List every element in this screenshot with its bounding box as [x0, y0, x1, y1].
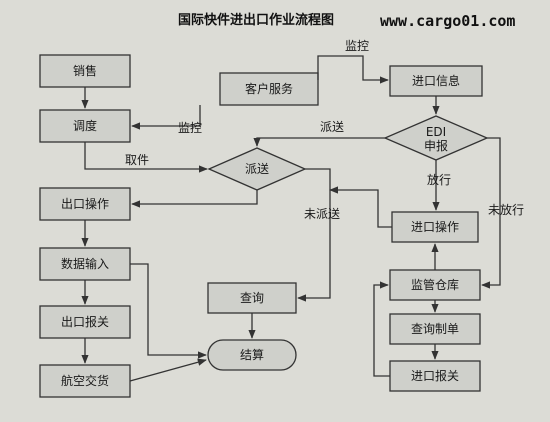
- node-air-delivery-label: 航空交货: [61, 373, 109, 388]
- edge-edi-send: [253, 137, 385, 147]
- node-dispatch-box: [39, 109, 131, 143]
- edge-label-deliver: 派送: [320, 119, 344, 134]
- node-bonded-warehouse-box: [389, 269, 481, 301]
- node-sales-label: 销售: [73, 63, 97, 78]
- edge-datainput-settlement: [130, 263, 207, 359]
- edge-send-query: [297, 168, 331, 302]
- edge-customerservice-dispatch: [131, 105, 201, 130]
- edge-label-not-released: 未放行: [488, 202, 524, 217]
- edge-customerservice-importinfo: [317, 55, 389, 84]
- node-data-input-label: 数据输入: [61, 256, 109, 271]
- node-settlement-terminal: [207, 339, 297, 371]
- chart-title: 国际快件进出口作业流程图: [178, 12, 334, 28]
- node-query-documents-label: 查询制单: [411, 322, 459, 336]
- node-export-customs-label: 出口报关: [61, 314, 109, 329]
- edge-send-exportop: [131, 190, 258, 208]
- node-import-customs-box: [389, 360, 481, 392]
- node-edi-label-2: 申报: [424, 138, 448, 153]
- node-send-decision-label: 派送: [245, 161, 269, 176]
- node-import-info-label: 进口信息: [412, 73, 460, 88]
- node-air-delivery-box: [39, 364, 131, 398]
- node-import-customs-label: 进口报关: [411, 368, 459, 383]
- edge-importop-notsent: [329, 186, 392, 228]
- node-dispatch-label: 调度: [73, 118, 97, 133]
- node-settlement-label: 结算: [240, 347, 264, 362]
- edge-label-pickup: 取件: [125, 153, 149, 167]
- edge-label-not-delivered: 未派送: [304, 206, 340, 221]
- edge-importcustoms-warehouse: [373, 281, 390, 377]
- node-query-label: 查询: [240, 291, 264, 305]
- edge-airdelivery-settlement: [129, 358, 207, 382]
- node-bonded-warehouse-label: 监管仓库: [411, 277, 459, 292]
- edge-edi-warehouse: [481, 137, 501, 289]
- node-query-box: [207, 282, 297, 314]
- node-edi-label-1: EDI: [426, 125, 446, 139]
- edge-label-monitor-dispatch: 监控: [178, 121, 202, 135]
- edge-label-released: 放行: [427, 172, 451, 187]
- watermark: www.cargo01.com: [380, 12, 515, 30]
- edge-dispatch-send: [84, 142, 208, 173]
- edge-label-monitor-top: 监控: [345, 39, 369, 53]
- node-sales-box: [39, 54, 131, 88]
- node-export-op-label: 出口操作: [61, 196, 109, 211]
- node-customer-service-label: 客户服务: [245, 81, 293, 96]
- node-import-op-label: 进口操作: [411, 219, 459, 234]
- node-customer-service-box: [219, 72, 319, 106]
